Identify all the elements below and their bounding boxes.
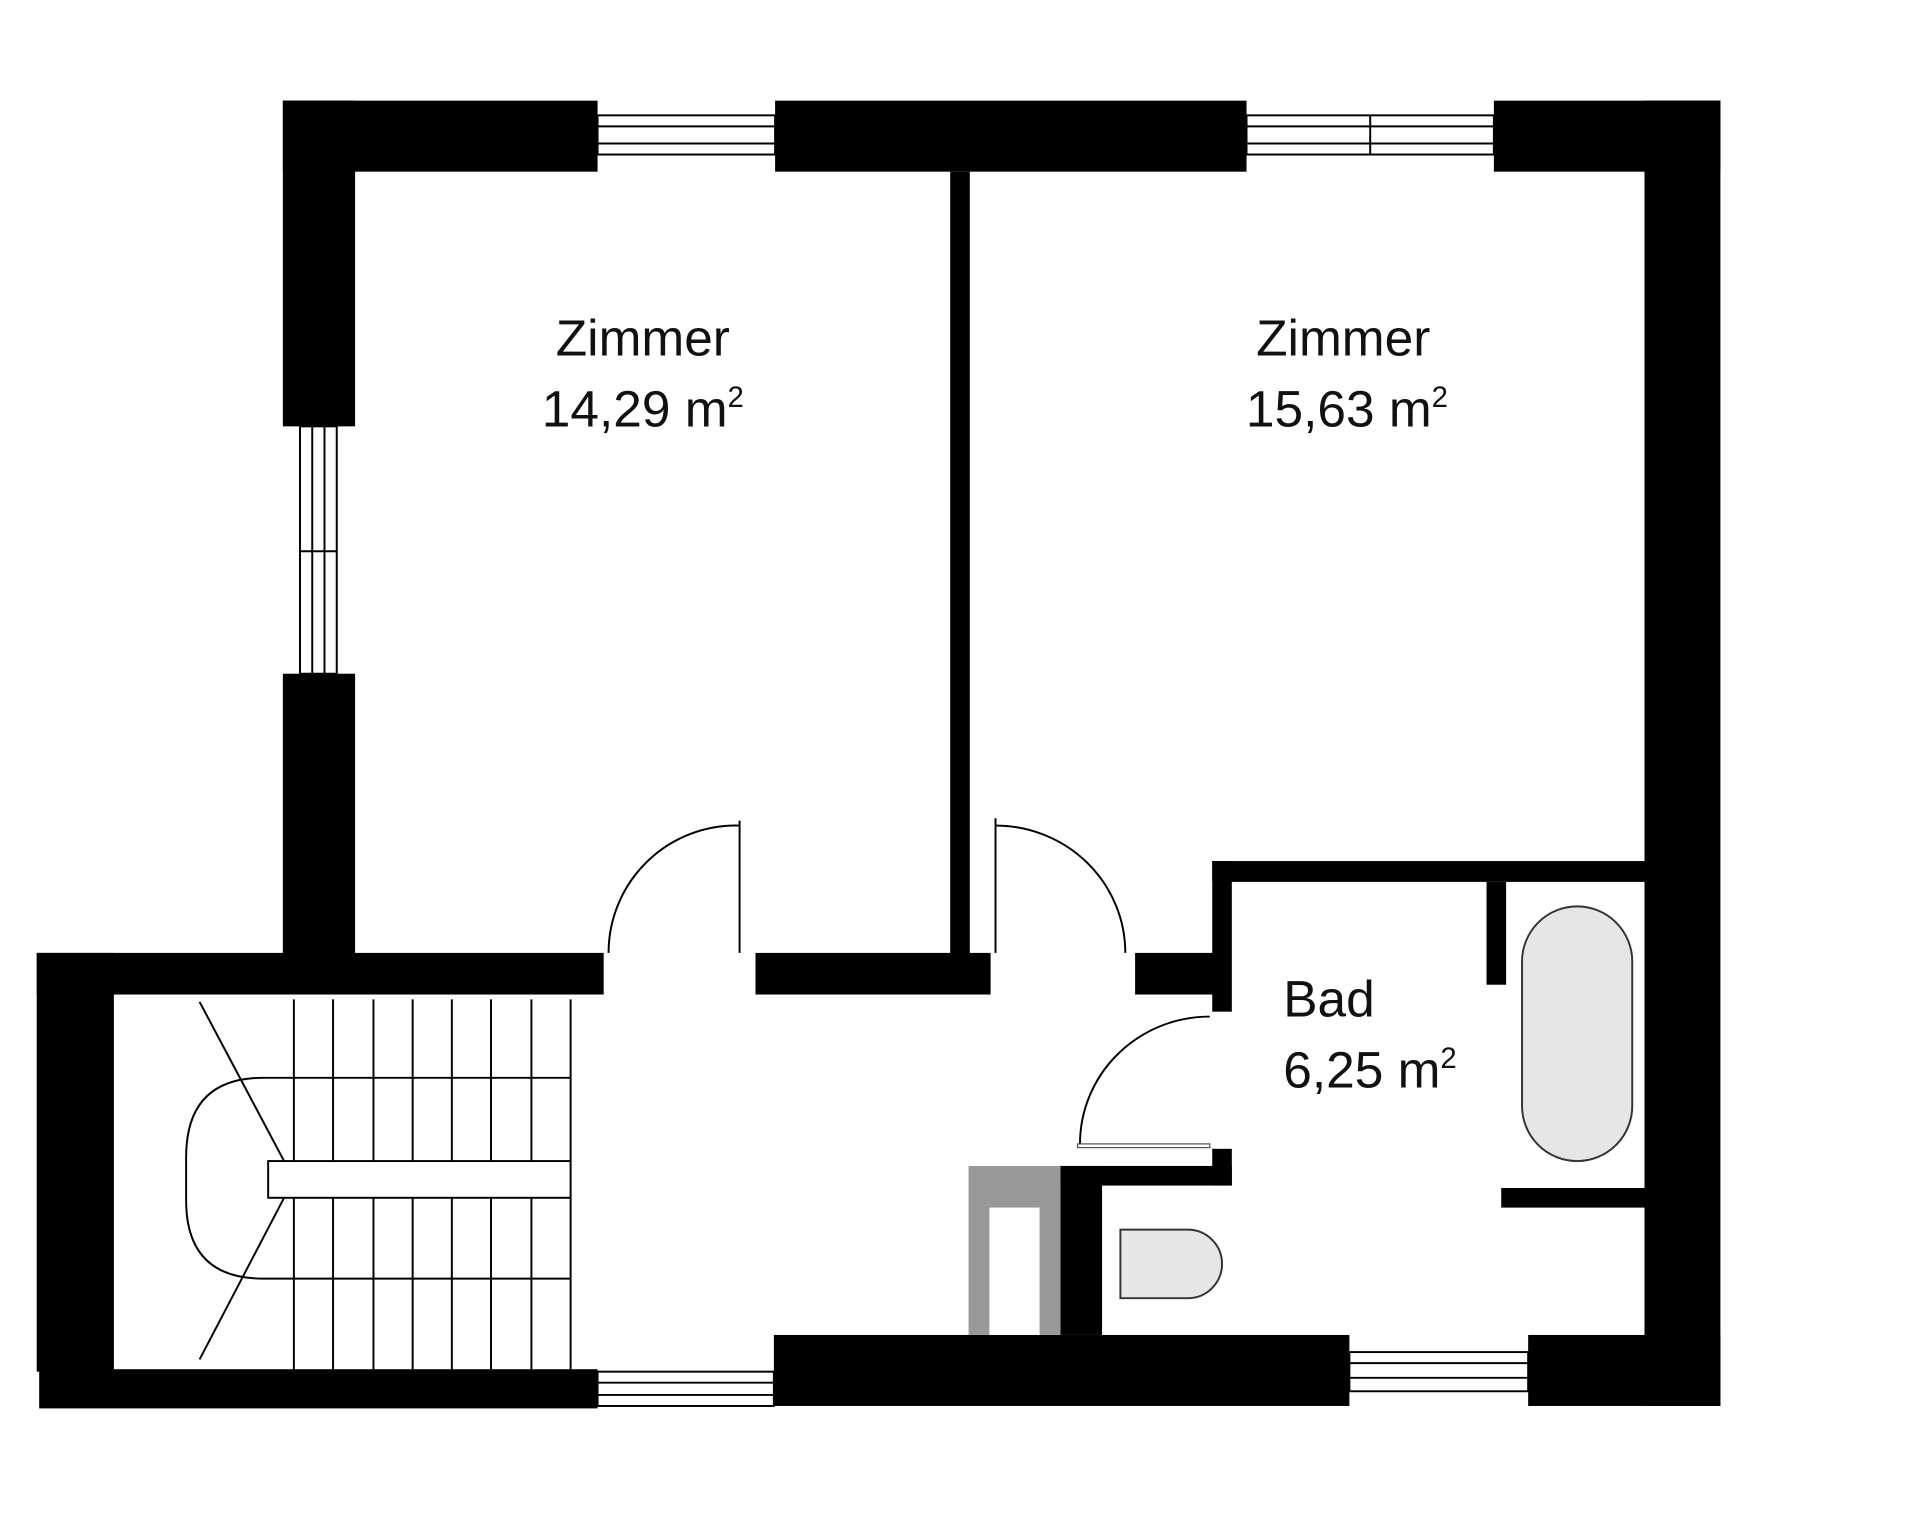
door-bath[interactable] — [1076, 1015, 1211, 1149]
window-top-left — [596, 114, 777, 156]
room-area-left: 14,29 m2 — [542, 379, 744, 437]
window-bottom-bath — [1348, 1351, 1530, 1393]
interior-walls — [755, 171, 1645, 1335]
room-area-right: 15,63 m2 — [1246, 379, 1448, 437]
outer-walls — [36, 100, 1721, 1409]
door-room-left[interactable] — [607, 820, 741, 953]
door-room-right[interactable] — [994, 818, 1127, 953]
window-bottom-stair — [596, 1370, 775, 1407]
window-top-right — [1245, 114, 1495, 156]
room-label-right: Zimmer — [1256, 308, 1430, 366]
shaft — [968, 1165, 1061, 1335]
room-label-bath: Bad — [1283, 970, 1374, 1028]
room-area-bath: 6,25 m2 — [1283, 1041, 1457, 1099]
window-left — [299, 425, 338, 675]
room-label-left: Zimmer — [556, 308, 730, 366]
toilet — [1119, 1228, 1223, 1300]
bathtub — [1521, 905, 1634, 1163]
staircase — [185, 999, 572, 1370]
